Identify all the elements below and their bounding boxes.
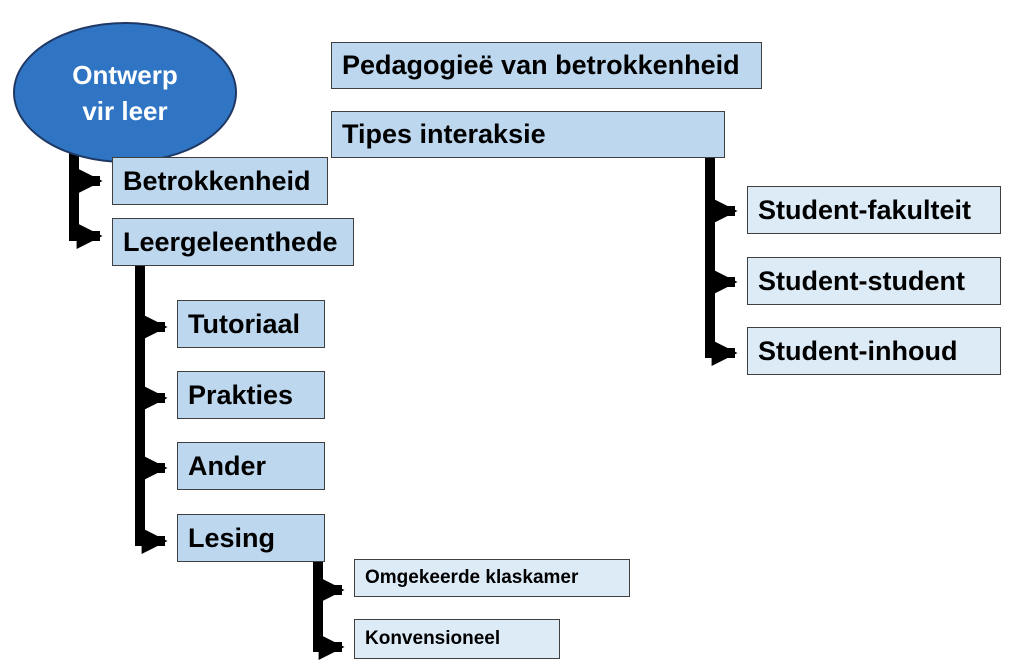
student-student-box: Student-student	[747, 257, 1001, 305]
interaction-types-box: Tipes interaksie	[331, 111, 725, 158]
engagement-box: Betrokkenheid	[112, 157, 328, 205]
tutorial-box: Tutoriaal	[177, 300, 325, 348]
root-node: Ontwerp vir leer	[13, 22, 237, 163]
header-box: Pedagogieë van betrokkenheid	[331, 42, 762, 89]
student-content-box: Student-inhoud	[747, 327, 1001, 375]
practical-box: Prakties	[177, 371, 325, 419]
root-label-line2: vir leer	[82, 95, 168, 126]
lecture-box: Lesing	[177, 514, 325, 562]
conventional-box: Konvensioneel	[354, 619, 560, 659]
other-box: Ander	[177, 442, 325, 490]
root-label-line1: Ontwerp	[72, 59, 178, 90]
student-faculty-box: Student-fakulteit	[747, 186, 1001, 234]
learning-opportunities-box: Leergeleenthede	[112, 218, 354, 266]
flipped-classroom-box: Omgekeerde klaskamer	[354, 559, 630, 597]
